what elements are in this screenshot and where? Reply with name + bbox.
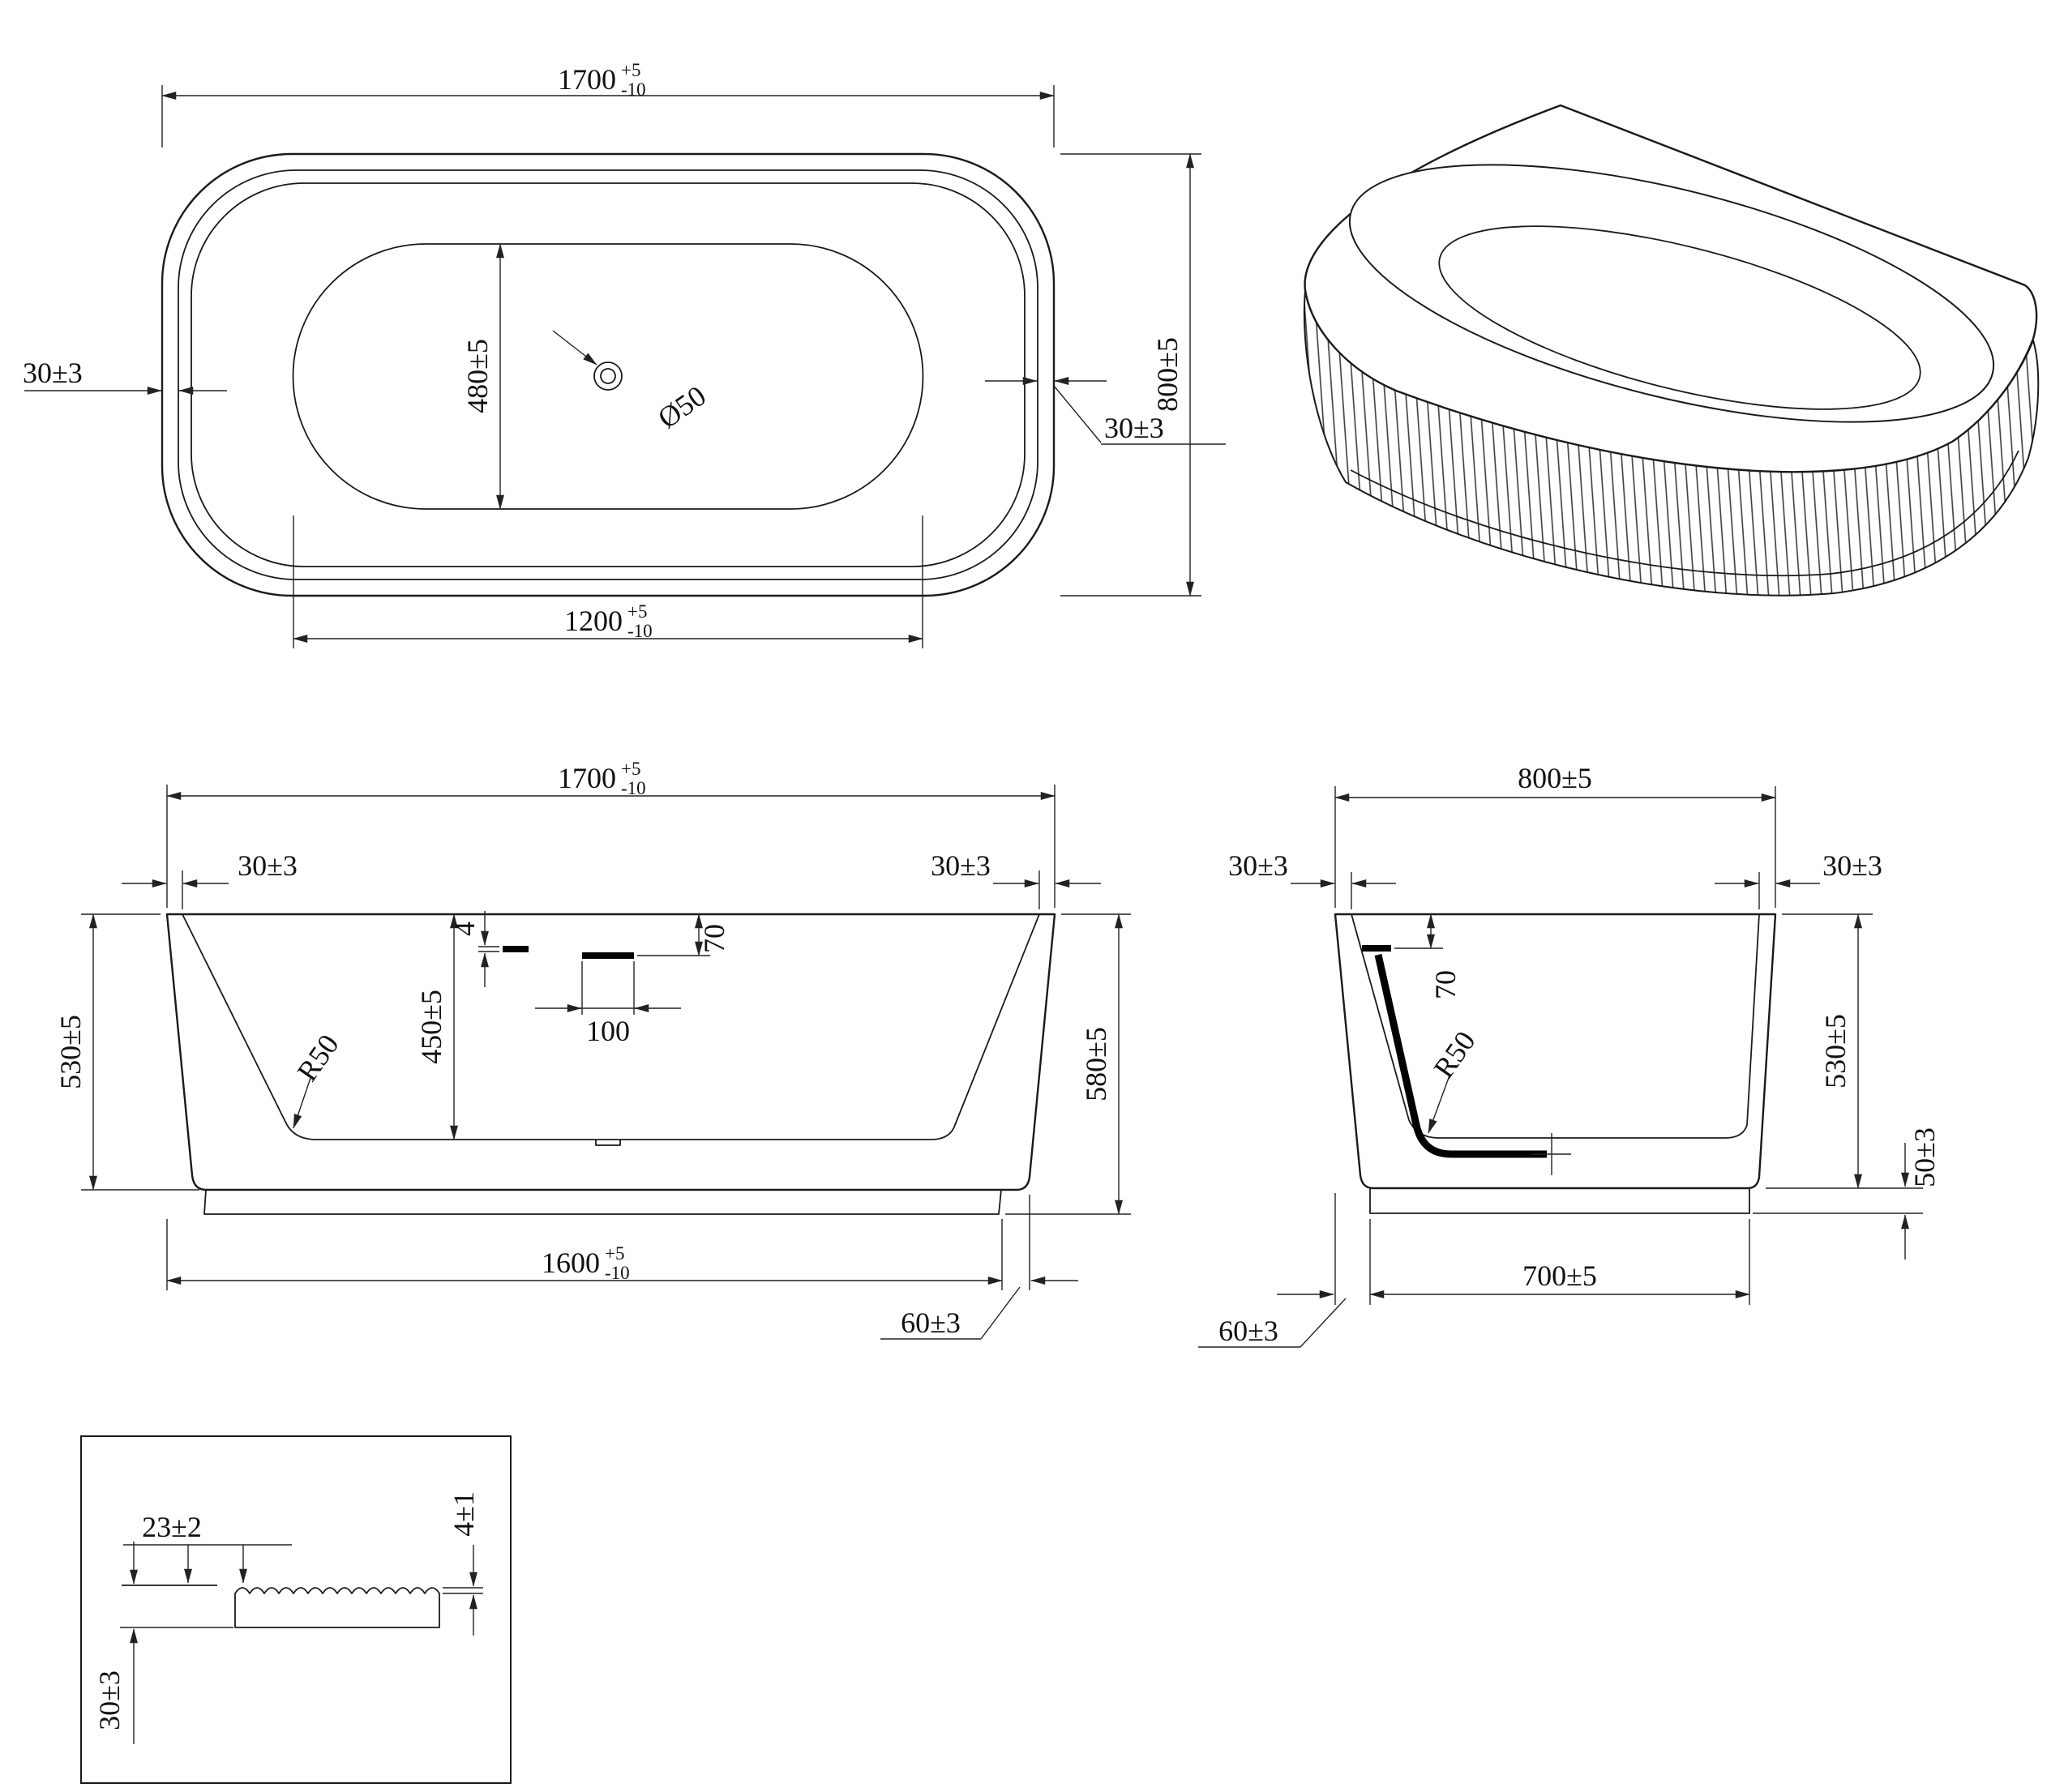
isometric-view <box>1303 104 2040 597</box>
plan-rim-left-dim: 30±3 <box>23 357 227 395</box>
front-base-offset-dim: 60±3 <box>880 1195 1078 1340</box>
drain-outer-circle <box>593 361 623 391</box>
drain-inner-circle <box>600 368 616 384</box>
front-overflow-drop-value: 70 <box>698 924 730 953</box>
side-rim-left-value: 30±3 <box>1228 849 1288 882</box>
front-rim-left-dim: 30±3 <box>122 849 298 909</box>
side-height-dim: 530±5 <box>1766 913 1873 1189</box>
front-outer-silhouette <box>165 913 1056 1191</box>
front-elevation: 1700 +5 -10 30±3 30±3 530±5 450±5 <box>54 759 1131 1340</box>
side-rim-right-dim: 30±3 <box>1715 849 1882 909</box>
detail-flute-depth-dim: 4±1 <box>443 1491 483 1636</box>
front-rim-left-value: 30±3 <box>238 849 298 882</box>
side-overflow-drop-dim: 70 <box>1394 913 1462 999</box>
side-width-value: 800±5 <box>1518 762 1592 794</box>
side-outer-silhouette <box>1334 913 1777 1190</box>
plan-basin-width-dim: 480±5 <box>461 243 504 510</box>
plan-basin-length-tol-up: +5 <box>627 601 647 622</box>
plan-outer-outline <box>161 152 1056 597</box>
plan-view: Ø50 1700 +5 -10 800±5 480±5 30±3 <box>23 60 1226 648</box>
front-base-length-tol-up: +5 <box>605 1243 624 1264</box>
plan-basin-length-tol-down: -10 <box>627 621 653 641</box>
side-overflow-drop-value: 70 <box>1429 970 1462 999</box>
plan-rim-lip-outline <box>191 182 1026 567</box>
front-slot-thickness-value: 4 <box>448 922 481 936</box>
side-rim-left-dim: 30±3 <box>1228 849 1396 909</box>
detail-rim-thickness-dim: 30±3 <box>93 1542 233 1744</box>
plan-basin-length-dim: 1200 +5 -10 <box>293 515 923 648</box>
side-rim-right-value: 30±3 <box>1822 849 1882 882</box>
side-base-width-dim: 700±5 <box>1369 1219 1750 1305</box>
front-length-value: 1700 <box>558 762 616 794</box>
front-rim-right-value: 30±3 <box>931 849 991 882</box>
front-length-tol-down: -10 <box>621 778 646 798</box>
plan-width-dim: 800±5 <box>1060 153 1201 597</box>
side-plinth <box>1369 1188 1750 1214</box>
plan-basin-length-value: 1200 <box>564 605 623 637</box>
front-height-dim: 530±5 <box>54 913 199 1191</box>
front-base-length-tol-down: -10 <box>605 1263 630 1283</box>
drain-leader <box>552 330 597 366</box>
side-base-offset-dim: 60±3 <box>1198 1193 1347 1348</box>
side-section-wall <box>1374 954 1547 1158</box>
plan-rim-left-value: 30±3 <box>23 357 83 389</box>
plan-rim-right-value: 30±3 <box>1104 412 1164 444</box>
detail-border <box>80 1435 512 1784</box>
side-plinth-height-dim: 50±3 <box>1753 1127 1941 1260</box>
front-interior-profile <box>182 913 1040 1140</box>
side-elevation: 800±5 30±3 30±3 70 R50 <box>1198 762 1941 1348</box>
side-fillet-dim: R50 <box>1428 1025 1482 1134</box>
plan-length-value: 1700 <box>558 63 616 96</box>
front-overflow-width-value: 100 <box>586 1015 630 1047</box>
front-slot-thickness-dim: 4 <box>448 911 499 987</box>
plan-length-dim: 1700 +5 -10 <box>161 60 1055 148</box>
front-depth-value: 450±5 <box>415 990 447 1064</box>
side-width-dim: 800±5 <box>1334 762 1776 908</box>
plan-basin-outline <box>292 243 924 510</box>
front-overall-height-dim: 580±5 <box>1005 913 1131 1215</box>
front-length-tol-up: +5 <box>621 759 640 779</box>
side-plinth-height-value: 50±3 <box>1908 1127 1941 1187</box>
plan-length-tol-up: +5 <box>621 60 640 80</box>
front-drain-mark <box>595 1140 621 1146</box>
front-base-length-value: 1600 <box>542 1247 600 1279</box>
detail-flute-pitch-value: 23±2 <box>142 1511 202 1543</box>
front-overall-height-value: 580±5 <box>1080 1027 1112 1101</box>
iso-plinth-line <box>1350 450 2019 577</box>
front-plinth <box>203 1189 1002 1215</box>
front-fillet-value: R50 <box>291 1029 345 1087</box>
detail-rim-thickness-value: 30±3 <box>93 1670 126 1730</box>
side-fillet-value: R50 <box>1428 1025 1482 1084</box>
plan-width-value: 800±5 <box>1151 337 1184 412</box>
side-base-width-value: 700±5 <box>1522 1260 1597 1292</box>
iso-basin-opening <box>1348 164 1995 423</box>
front-depth-dim: 450±5 <box>415 913 458 1140</box>
detail-view: 23±2 4±1 30±3 <box>80 1435 512 1784</box>
front-fillet-dim: R50 <box>291 1029 345 1129</box>
plan-rim-inner-outline <box>178 169 1038 580</box>
front-overflow-width-dim: 100 <box>535 961 681 1047</box>
plan-drain-dim: Ø50 <box>652 379 712 434</box>
plan-length-tol-down: -10 <box>621 79 646 100</box>
front-base-length-dim: 1600 +5 -10 <box>166 1219 1003 1290</box>
front-length-dim: 1700 +5 -10 <box>166 759 1056 908</box>
plan-rim-right-dim: 30±3 <box>985 377 1226 445</box>
iso-basin-floor <box>1438 225 1921 410</box>
side-height-value: 530±5 <box>1819 1014 1852 1088</box>
detail-fluted-bar <box>234 1587 440 1628</box>
plan-basin-width-value: 480±5 <box>461 339 494 413</box>
side-base-offset-value: 60±3 <box>1218 1315 1278 1347</box>
front-overflow-drop-dim: 70 <box>637 913 730 956</box>
detail-flute-pitch-dim: 23±2 <box>123 1511 292 1584</box>
front-height-value: 530±5 <box>54 1015 87 1089</box>
front-rim-right-dim: 30±3 <box>931 849 1101 909</box>
front-base-offset-value: 60±3 <box>901 1307 961 1339</box>
detail-flute-depth-value: 4±1 <box>447 1491 480 1537</box>
